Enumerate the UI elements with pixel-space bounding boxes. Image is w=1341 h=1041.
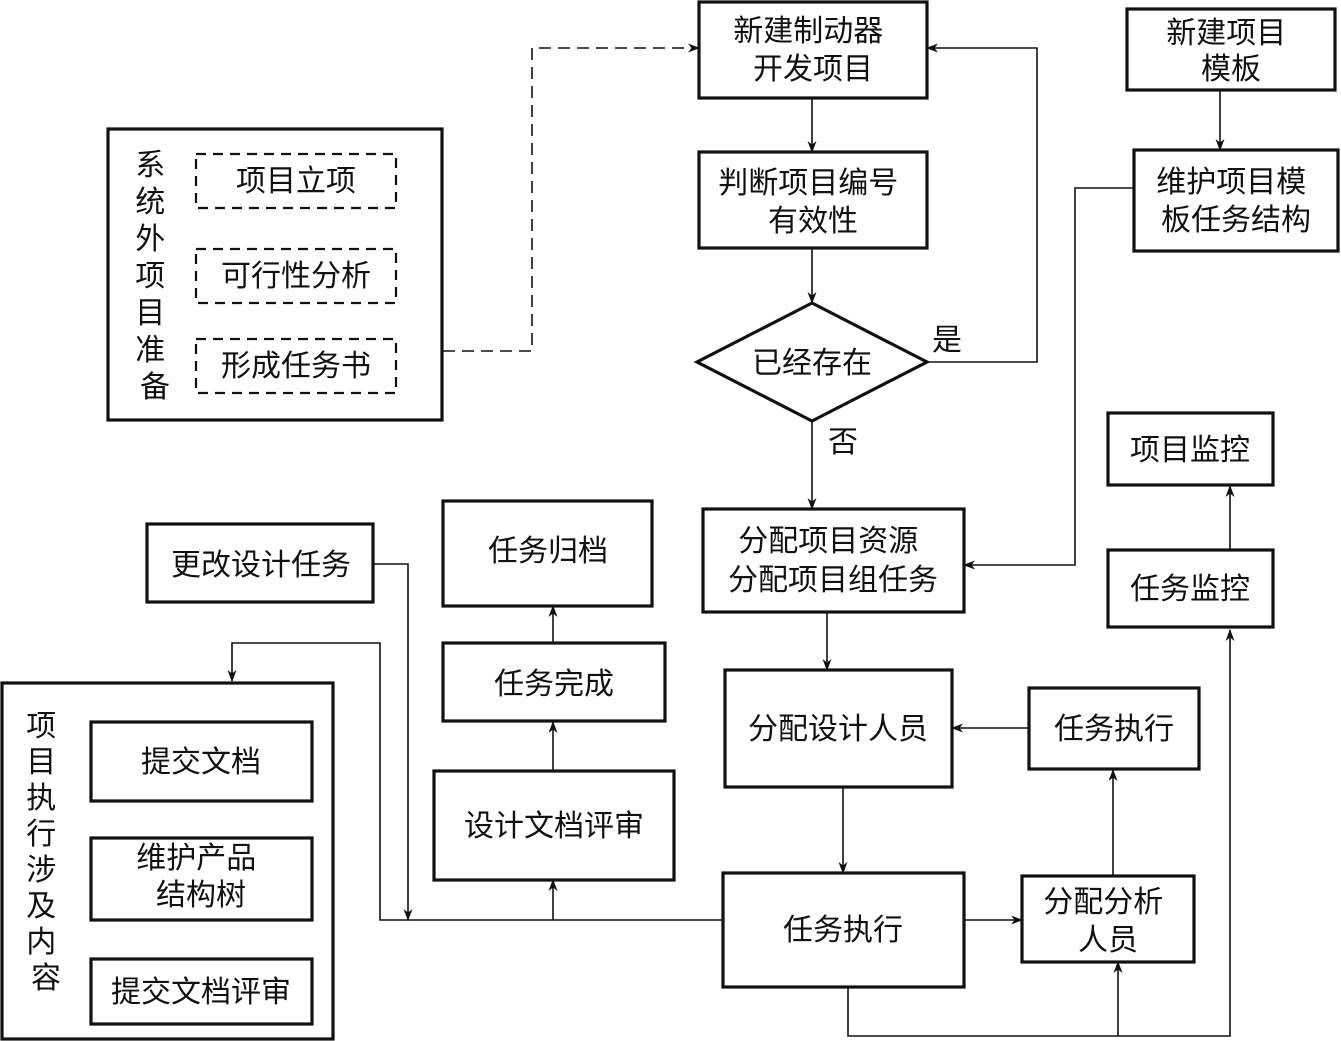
node-new-template[interactable]: 新建项目 模板 [1125,7,1337,92]
group-exec-title: 项 目 执 行 涉 及 内 容 [26,709,66,996]
edge-label-no: 否 [828,425,858,460]
node-new-project[interactable]: 新建制动器 开发项目 [697,0,929,100]
exec-item-maintain-product-tree-label: 维护产品 结构树 [136,841,266,913]
node-check-number-label: 判断项目编号 有效性 [718,166,908,239]
exec-item-maintain-product-tree[interactable]: 维护产品 结构树 [89,836,314,922]
group-exec[interactable]: 项 目 执 行 涉 及 内 容 提交文档 维护产品 结构树 提交文档评审 [0,681,335,1041]
node-assign-designers-label: 分配设计人员 [748,712,928,747]
node-task-monitor[interactable]: 任务监控 [1106,548,1275,629]
node-task-complete-label: 任务完成 [494,667,614,702]
node-design-review-label: 设计文档评审 [464,809,644,844]
node-change-design[interactable]: 更改设计任务 [145,522,375,604]
node-maintain-template-label: 维护项目模 板任务结构 [1156,165,1316,238]
prep-item-task-book-label: 形成任务书 [221,349,371,384]
node-task-archive[interactable]: 任务归档 [441,499,654,608]
node-assign-designers[interactable]: 分配设计人员 [723,668,954,789]
node-task-archive-label: 任务归档 [488,534,608,569]
node-allocate-resources-label: 分配项目资源 分配项目组任务 [728,524,938,598]
prep-item-project-initiation[interactable]: 项目立项 [194,152,398,210]
prep-item-project-initiation-label: 项目立项 [236,164,356,199]
edge-label-yes: 是 [932,323,962,358]
edge-maintain-to-allocate [963,187,1134,570]
node-design-review[interactable]: 设计文档评审 [432,769,676,882]
node-project-monitor-label: 项目监控 [1130,433,1250,468]
exec-item-submit-document-review-label: 提交文档评审 [111,975,291,1010]
node-change-design-label: 更改设计任务 [171,548,351,583]
node-maintain-template[interactable]: 维护项目模 板任务结构 [1132,148,1340,253]
prep-item-feasibility-analysis[interactable]: 可行性分析 [194,247,398,305]
exec-item-submit-document[interactable]: 提交文档 [89,720,314,803]
edge-task-exec-to-left-bus [227,642,723,921]
node-task-exec-upper-label: 任务执行 [1054,712,1174,747]
edge-change-design-to-bus [373,563,413,921]
node-task-complete[interactable]: 任务完成 [441,641,667,723]
node-exists-decision[interactable]: 已经存在 [693,301,931,423]
edge-exists-yes-loop [926,43,1038,363]
node-check-number[interactable]: 判断项目编号 有效性 [697,150,929,250]
exec-item-submit-document-label: 提交文档 [141,745,261,780]
node-new-project-label: 新建制动器 开发项目 [733,14,893,87]
node-task-exec-upper[interactable]: 任务执行 [1027,686,1201,771]
edge-prep-to-new-project [443,43,700,352]
exec-item-submit-document-review[interactable]: 提交文档评审 [89,957,314,1026]
node-task-exec-main-label: 任务执行 [783,913,903,948]
node-project-monitor[interactable]: 项目监控 [1106,411,1275,487]
edge-task-exec-bottom-loop [847,629,1235,1037]
node-new-template-label: 新建项目 模板 [1166,16,1296,87]
prep-item-feasibility-analysis-label: 可行性分析 [221,259,371,294]
node-task-exec-main[interactable]: 任务执行 [721,871,966,989]
prep-item-task-book[interactable]: 形成任务书 [194,337,398,395]
node-assign-analysts[interactable]: 分配分析 人员 [1020,874,1196,964]
node-assign-analysts-label: 分配分析 人员 [1043,885,1173,958]
node-task-monitor-label: 任务监控 [1130,572,1250,607]
group-prep-title: 系 统 外 项 目 准 备 [135,148,175,405]
edges [227,43,1235,1037]
node-allocate-resources[interactable]: 分配项目资源 分配项目组任务 [701,507,966,614]
group-prep[interactable]: 系 统 外 项 目 准 备 项目立项 可行性分析 形成任务书 [106,127,444,422]
node-exists-label: 已经存在 [752,346,872,381]
